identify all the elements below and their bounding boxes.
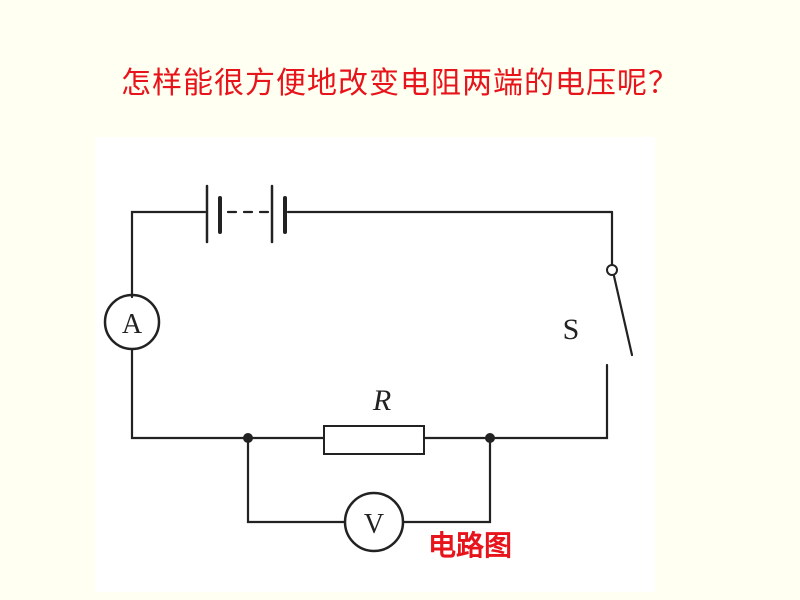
wire-voltmeter-left — [246, 436, 347, 524]
question-title: 怎样能很方便地改变电阻两端的电压呢？ — [121, 66, 679, 101]
wire-top-left — [130, 210, 207, 299]
voltmeter-circle — [343, 491, 405, 553]
junction-dot-right — [485, 433, 495, 443]
switch-blade — [612, 274, 634, 357]
ammeter-circle — [103, 293, 161, 351]
wire-voltmeter-right — [401, 436, 492, 524]
switch-label: S — [563, 313, 580, 346]
resistor-label: R — [372, 384, 391, 417]
wire-left-lower — [130, 347, 250, 440]
resistor-body — [323, 425, 425, 455]
voltmeter-label: V — [364, 509, 384, 540]
diagram-caption: 电路图 — [428, 529, 513, 562]
switch-pivot — [606, 264, 618, 276]
ammeter-label: A — [122, 309, 143, 340]
junction-dot-left — [243, 433, 253, 443]
wire-right-lower — [488, 363, 609, 440]
